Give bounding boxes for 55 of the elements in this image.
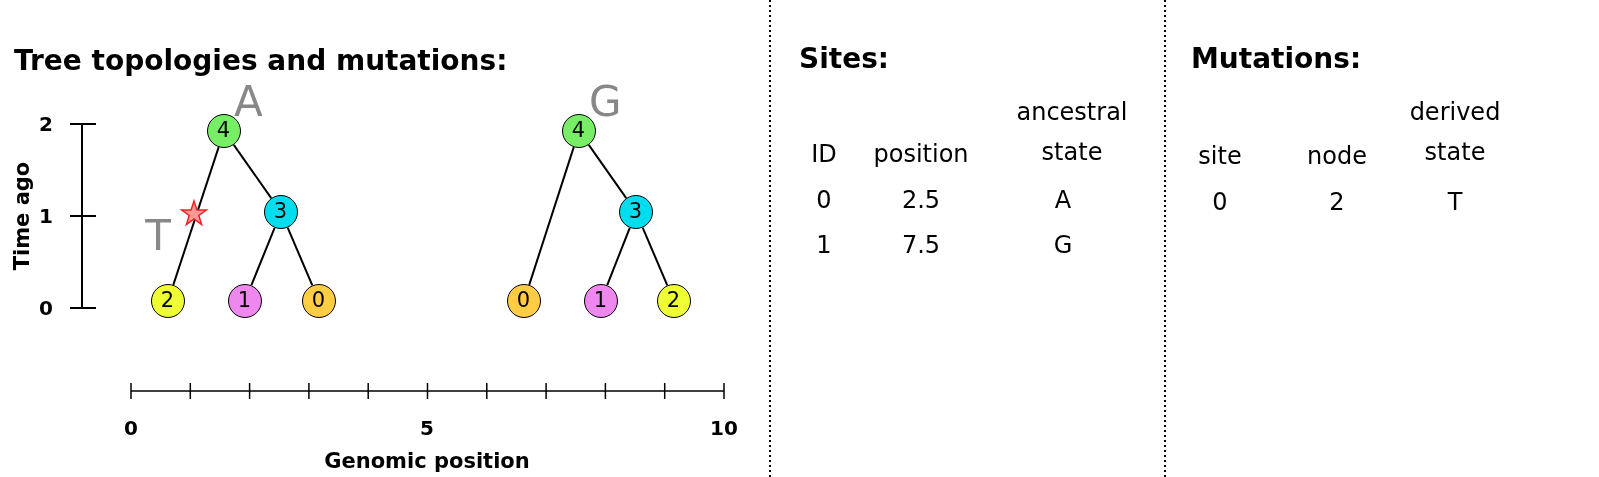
column-header: position [873,140,969,168]
table-cell: 0 [1212,188,1228,216]
tree-node-circle [507,284,541,318]
tree-node-circle [228,284,262,318]
node-id-label: 0 [310,287,327,314]
tree-node-circle [302,284,336,318]
column-header: site [1198,142,1242,170]
table-cell: 2.5 [901,186,941,214]
tree-branch [286,226,314,287]
table-cell: 7.5 [901,231,941,259]
column-header: node [1307,142,1367,170]
tick-label: 0 [39,296,53,320]
tick-label: 1 [39,204,53,228]
tree-node-circle [619,195,653,229]
table-cell: T [1447,188,1463,216]
tree-branch [587,143,628,200]
tree-branch [606,226,631,287]
column-header: derived state [1408,97,1502,168]
panel-heading: Tree topologies and mutations: [14,43,508,77]
table-cell: G [1053,231,1073,259]
node-id-label: 3 [627,198,644,225]
node-id-label: 2 [159,287,176,314]
tree-branch [172,146,220,286]
node-id-label: 4 [215,117,232,144]
allele-label: T [145,210,171,260]
node-id-label: 2 [665,287,682,314]
table-cell: 0 [816,186,832,214]
tree-node-circle [584,284,618,318]
column-header: ancestral state [1015,97,1129,168]
node-id-label: 1 [592,287,609,314]
axis-label: Time ago [10,161,34,271]
panel-heading: Sites: [799,41,889,75]
tree-node-circle [264,195,298,229]
panel-heading: Mutations: [1191,41,1362,75]
node-id-label: 1 [236,287,253,314]
tree-branch [528,146,575,286]
allele-label: A [234,77,263,126]
tick-label: 5 [420,416,434,440]
node-id-label: 4 [570,117,587,144]
tree-branch [250,226,276,287]
node-id-label: 3 [272,198,289,225]
tree-node-circle [151,284,185,318]
tree-node-circle [657,284,691,318]
table-cell: A [1054,186,1072,214]
table-cell: 2 [1329,188,1345,216]
tree-branch [232,143,273,200]
table-cell: 1 [816,231,832,259]
tick-label: 10 [710,416,738,440]
tree-branch [641,226,669,287]
tick-label: 2 [39,112,53,136]
tick-label: 0 [124,416,138,440]
node-id-label: 0 [515,287,532,314]
allele-label: G [589,77,622,126]
axis-label: Genomic position [324,449,530,473]
column-header: ID [811,140,837,168]
